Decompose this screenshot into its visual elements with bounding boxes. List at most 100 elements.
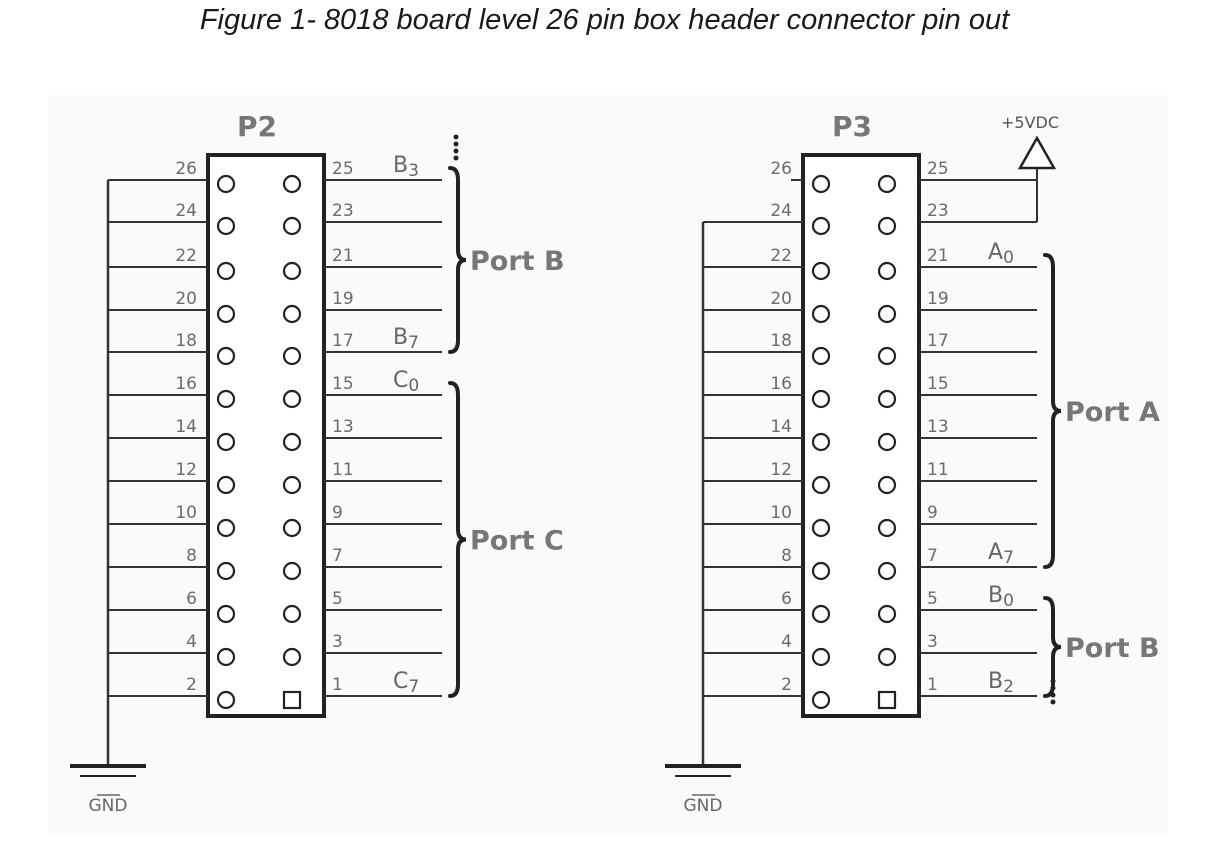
pin-hole bbox=[877, 304, 897, 324]
pin-number-left: 12 bbox=[770, 460, 792, 480]
pin-hole bbox=[216, 561, 236, 581]
pin-number-right: 5 bbox=[927, 589, 938, 609]
signal-label: B3 bbox=[393, 153, 419, 181]
pin-hole bbox=[282, 518, 302, 538]
continuation-dot bbox=[1050, 692, 1056, 698]
signal-label: B7 bbox=[393, 325, 419, 353]
pin-number-right: 9 bbox=[927, 503, 938, 523]
pin-number-right: 23 bbox=[332, 201, 354, 221]
pin-number-right: 17 bbox=[332, 331, 354, 351]
pin-hole bbox=[216, 304, 236, 324]
continuation-dot bbox=[1050, 685, 1056, 691]
continuation-dot bbox=[453, 134, 459, 140]
signal-label: B0 bbox=[988, 583, 1014, 611]
pin-number-right: 11 bbox=[927, 460, 949, 480]
pin-hole bbox=[877, 561, 897, 581]
port-label: Port C bbox=[470, 526, 564, 557]
pin-number-right: 15 bbox=[332, 374, 354, 394]
pin-number-right: 3 bbox=[332, 632, 343, 652]
pin-number-left: 18 bbox=[770, 331, 792, 351]
port-label: Port B bbox=[470, 246, 565, 277]
pin-hole bbox=[282, 604, 302, 624]
pin-number-left: 22 bbox=[175, 246, 197, 266]
pin-hole bbox=[811, 604, 831, 624]
pin-number-right: 21 bbox=[332, 246, 354, 266]
continuation-dot bbox=[1050, 699, 1056, 705]
pin-hole bbox=[811, 561, 831, 581]
port-brace bbox=[448, 381, 467, 698]
signal-label: C0 bbox=[393, 368, 419, 396]
pin-hole bbox=[877, 261, 897, 281]
port-brace bbox=[1043, 253, 1062, 569]
pin-hole bbox=[216, 647, 236, 667]
pin-hole bbox=[282, 475, 302, 495]
pin-hole bbox=[282, 174, 302, 194]
pin-hole bbox=[811, 518, 831, 538]
pin-hole bbox=[216, 346, 236, 366]
pin-hole bbox=[216, 174, 236, 194]
pin-hole bbox=[282, 304, 302, 324]
pin-number-right: 25 bbox=[927, 159, 949, 179]
pin-number-right: 19 bbox=[332, 289, 354, 309]
power-label: +5VDC bbox=[1001, 113, 1059, 132]
signal-label: B2 bbox=[988, 669, 1014, 697]
pin-hole bbox=[877, 346, 897, 366]
pin-hole bbox=[216, 261, 236, 281]
pin-hole bbox=[877, 389, 897, 409]
pin-number-right: 5 bbox=[332, 589, 343, 609]
pin-hole bbox=[216, 690, 236, 710]
pin-hole bbox=[282, 389, 302, 409]
pin-hole bbox=[282, 432, 302, 452]
pin-hole bbox=[216, 518, 236, 538]
pin-number-right: 19 bbox=[927, 289, 949, 309]
figure-caption: Figure 1- 8018 board level 26 pin box he… bbox=[199, 4, 1010, 36]
pin-hole bbox=[216, 604, 236, 624]
pin-number-left: 2 bbox=[186, 675, 197, 695]
pin-number-left: 4 bbox=[186, 632, 197, 652]
pin-1-square bbox=[282, 690, 302, 710]
pin-number-left: 16 bbox=[770, 374, 792, 394]
pin-number-left: 6 bbox=[186, 589, 197, 609]
pin-hole bbox=[282, 216, 302, 236]
pin-number-left: 22 bbox=[770, 246, 792, 266]
pin-hole bbox=[811, 389, 831, 409]
pin-number-right: 25 bbox=[332, 159, 354, 179]
pin-hole bbox=[877, 475, 897, 495]
pin-hole bbox=[811, 261, 831, 281]
pin-number-left: 24 bbox=[770, 201, 792, 221]
continuation-dot bbox=[453, 141, 459, 147]
pin-number-right: 17 bbox=[927, 331, 949, 351]
pin-number-left: 10 bbox=[175, 503, 197, 523]
pin-hole bbox=[216, 475, 236, 495]
pin-number-left: 24 bbox=[175, 201, 197, 221]
pin-hole bbox=[811, 432, 831, 452]
pin-number-right: 21 bbox=[927, 246, 949, 266]
pin-hole bbox=[877, 604, 897, 624]
pin-hole bbox=[811, 690, 831, 710]
pin-number-right: 23 bbox=[927, 201, 949, 221]
pin-number-right: 7 bbox=[927, 546, 938, 566]
pin-hole bbox=[282, 261, 302, 281]
pin-number-right: 1 bbox=[332, 675, 343, 695]
pin-number-left: 26 bbox=[770, 159, 792, 179]
pin-number-left: 4 bbox=[781, 632, 792, 652]
pin-1-square bbox=[877, 690, 897, 710]
pin-number-left: 18 bbox=[175, 331, 197, 351]
pin-hole bbox=[877, 216, 897, 236]
continuation-dot bbox=[453, 148, 459, 154]
pin-number-right: 11 bbox=[332, 460, 354, 480]
pin-hole bbox=[282, 561, 302, 581]
pin-number-left: 6 bbox=[781, 589, 792, 609]
pin-hole bbox=[216, 389, 236, 409]
pin-hole bbox=[282, 647, 302, 667]
pin-hole bbox=[216, 432, 236, 452]
pin-number-left: 12 bbox=[175, 460, 197, 480]
pin-hole bbox=[811, 346, 831, 366]
pin-number-left: 14 bbox=[175, 417, 197, 437]
pin-hole bbox=[811, 304, 831, 324]
pin-number-left: 20 bbox=[175, 289, 197, 309]
continuation-dot bbox=[453, 155, 459, 161]
pin-hole bbox=[877, 432, 897, 452]
